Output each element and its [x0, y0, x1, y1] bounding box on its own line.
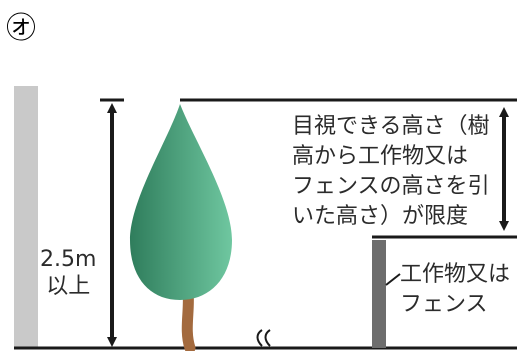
description-line: いた高さ）が限度	[292, 204, 469, 229]
boundary-wall	[14, 86, 38, 348]
tree-trunk	[181, 286, 196, 351]
break-mark	[256, 329, 271, 347]
tree-canopy	[130, 104, 232, 300]
structure-label-line2: フェンス	[400, 292, 488, 317]
description-line: フェンスの高さを引	[292, 174, 490, 199]
description-line: 高から工作物又は	[292, 144, 469, 169]
visible-height-description: 目視できる高さ（樹 高から工作物又は フェンスの高さを引 いた高さ）が限度	[292, 112, 490, 232]
height-qualifier: 以上	[46, 274, 91, 299]
description-line: 目視できる高さ（樹	[292, 114, 490, 139]
fence-post	[372, 240, 386, 348]
height-label: 2.5m 以上	[40, 246, 96, 300]
height-value: 2.5m	[40, 247, 97, 272]
section-marker: ㋔	[6, 11, 36, 46]
structure-label: 工作物又は フェンス	[400, 260, 510, 320]
structure-leader-line	[385, 273, 401, 286]
structure-label-line1: 工作物又は	[400, 262, 511, 287]
